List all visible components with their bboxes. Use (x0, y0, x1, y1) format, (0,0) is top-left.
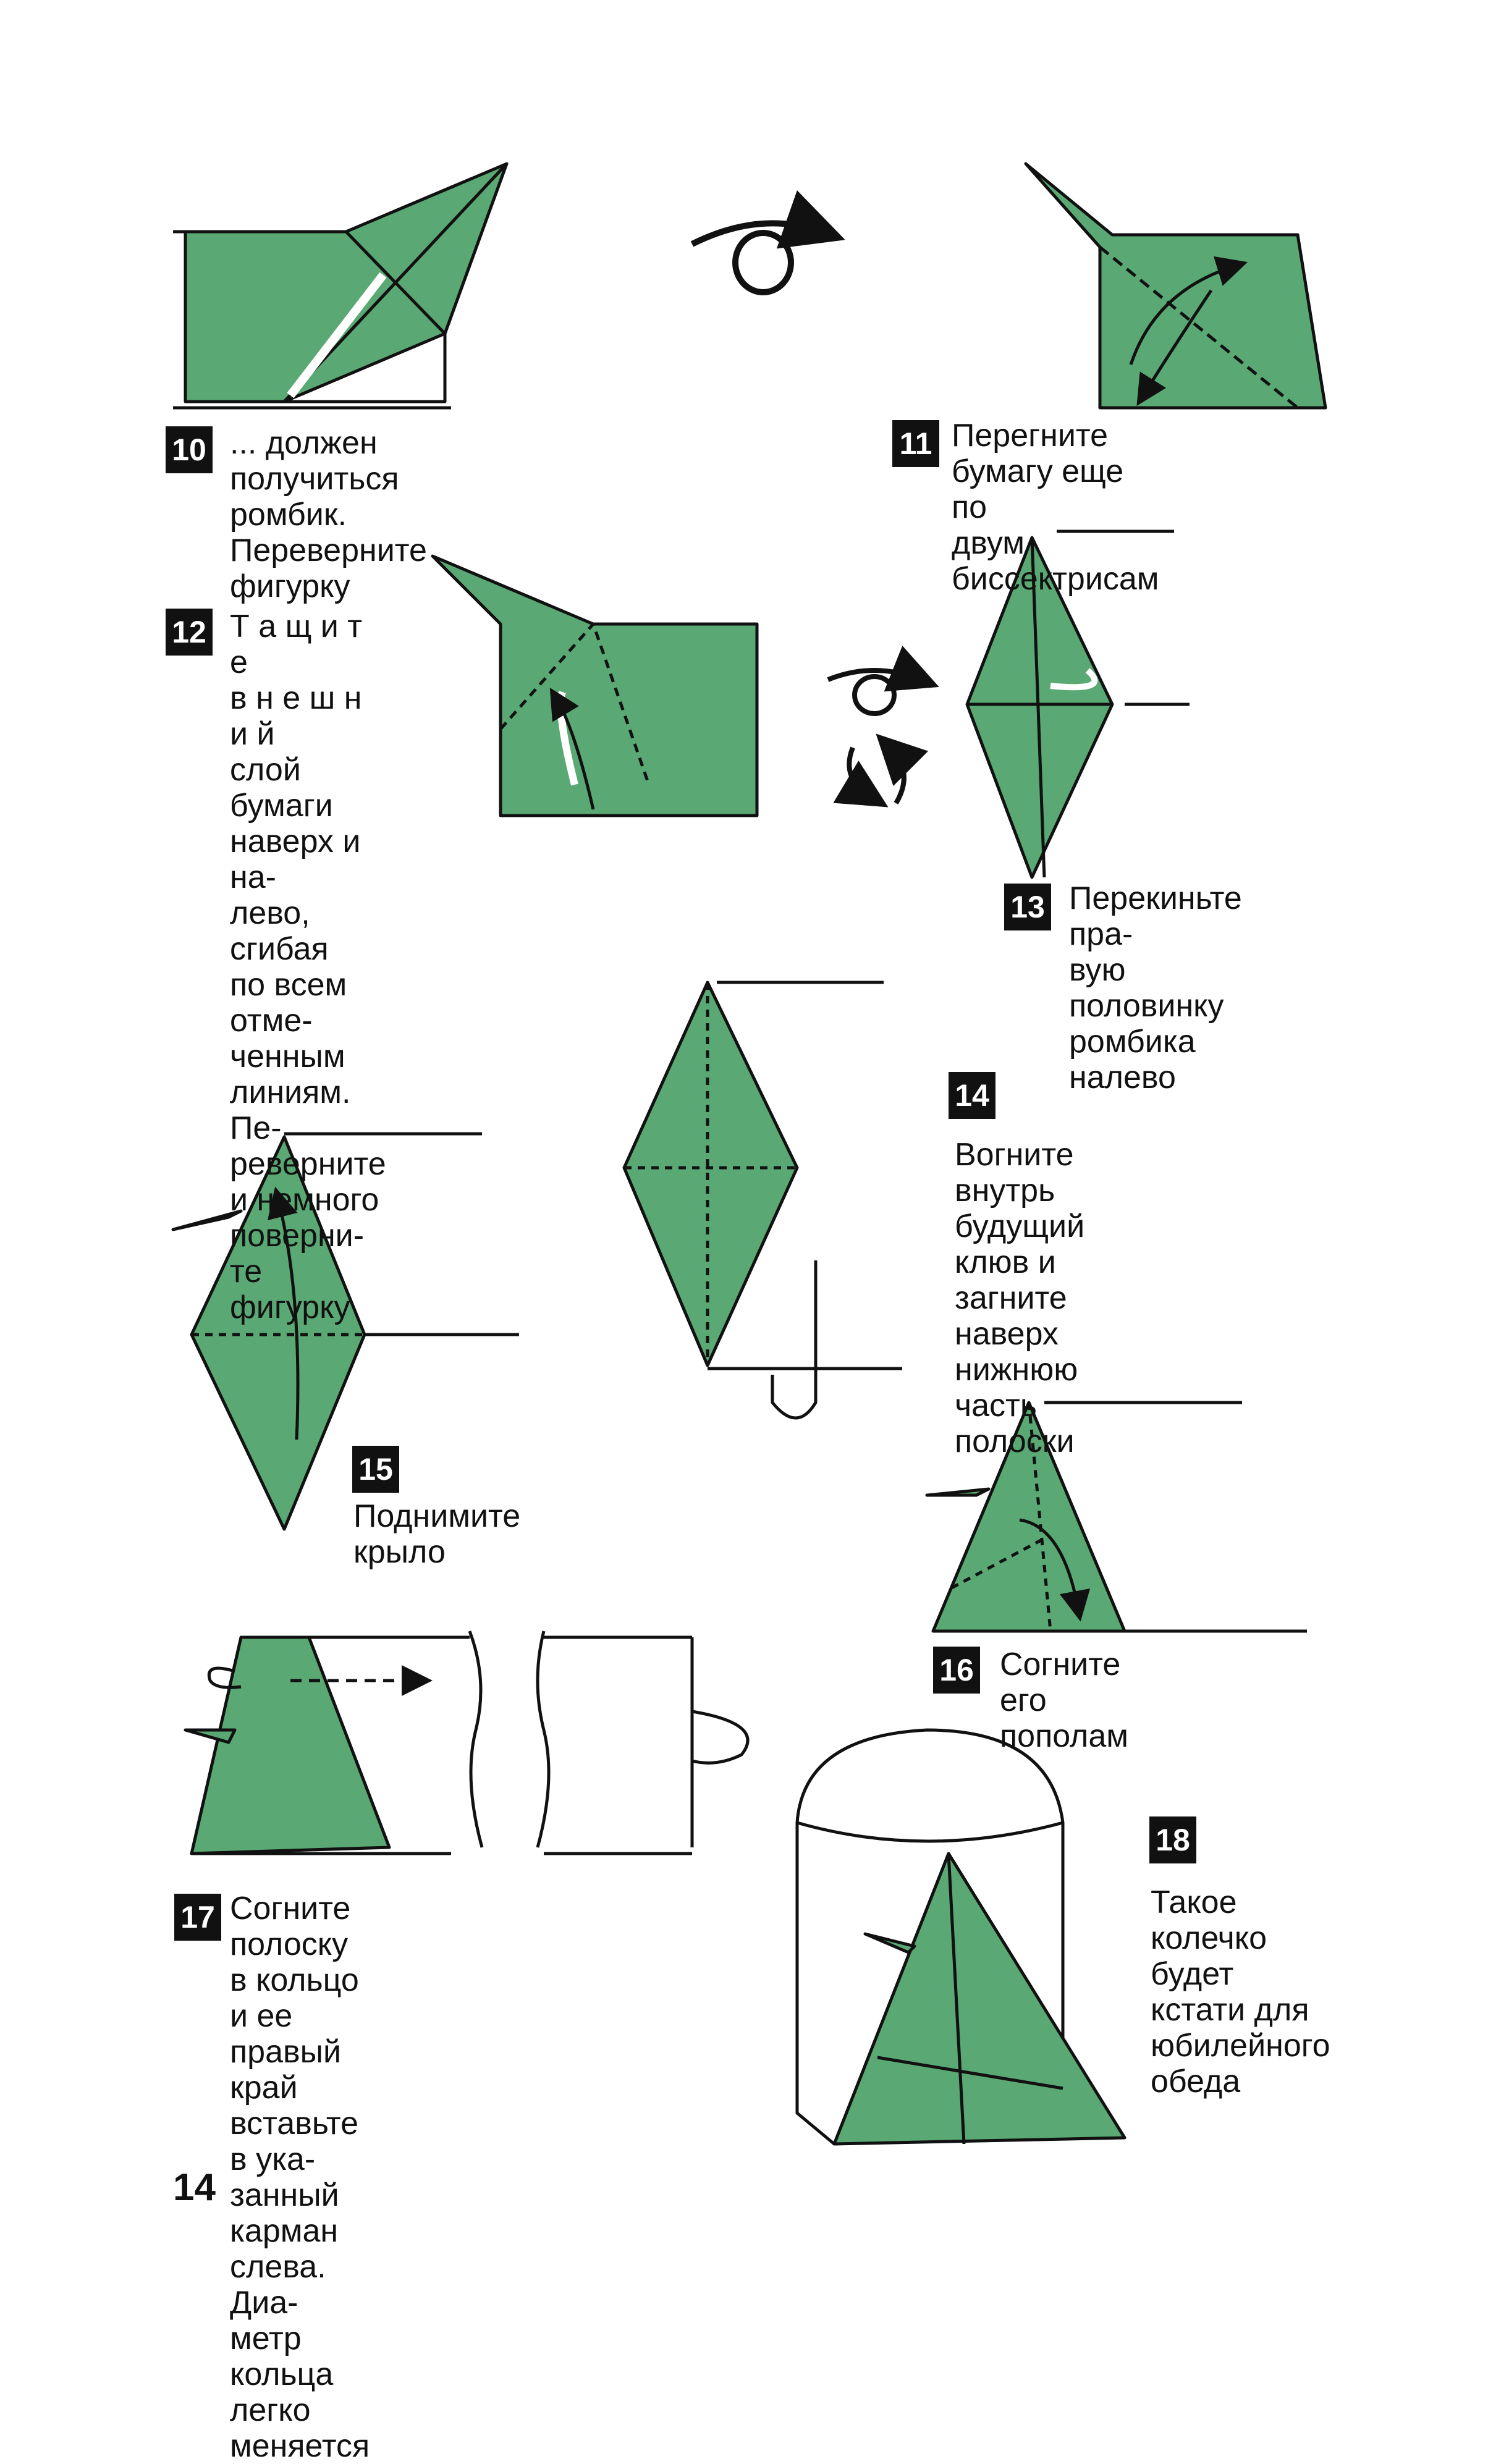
step17-figure (184, 1631, 750, 1855)
step-number: 10 (166, 426, 213, 473)
step-text: Перекиньте пра- вую половинку ромбика на… (1069, 880, 1242, 1095)
step-number: 15 (352, 1446, 399, 1493)
step10-figure (173, 162, 509, 410)
step-text: Вогните внутрь будущий клюв и загните на… (955, 1137, 1085, 1459)
step-number: 13 (1004, 884, 1051, 930)
step16-figure (925, 1401, 1307, 1633)
turn-over-icon (690, 190, 845, 295)
step11-figure (1024, 162, 1327, 410)
diagrams (171, 162, 1327, 2146)
step12-figure (431, 554, 759, 817)
step-text: Согните полоску в кольцо и ее правый кра… (230, 1891, 370, 2464)
step14-figure (622, 981, 902, 1420)
step-text: Т а щ и т е в н е ш н и й слой бумаги на… (230, 609, 386, 1325)
step15-figure (171, 1132, 519, 1531)
step-text: Такое колечко будет кстати для юбилейног… (1151, 1884, 1330, 2099)
step-number: 17 (174, 1894, 221, 1941)
step-number: 11 (892, 420, 939, 467)
rotate-icon (827, 646, 939, 808)
step-number: 14 (949, 1072, 995, 1119)
step-number: 18 (1149, 1816, 1196, 1863)
step-number: 16 (933, 1647, 980, 1694)
step-text: Согните его пополам (1000, 1647, 1129, 1754)
page-number: 14 (173, 2166, 216, 2209)
step13-figure (965, 530, 1190, 879)
step-text: ... должен получиться ромбик. Перевернит… (230, 425, 427, 604)
step18-figure (795, 1728, 1126, 2146)
step-text: Поднимите крыло (353, 1498, 521, 1570)
step-text: Перегните бумагу еще по двум биссектриса… (952, 418, 1159, 597)
step-number: 12 (166, 609, 213, 656)
